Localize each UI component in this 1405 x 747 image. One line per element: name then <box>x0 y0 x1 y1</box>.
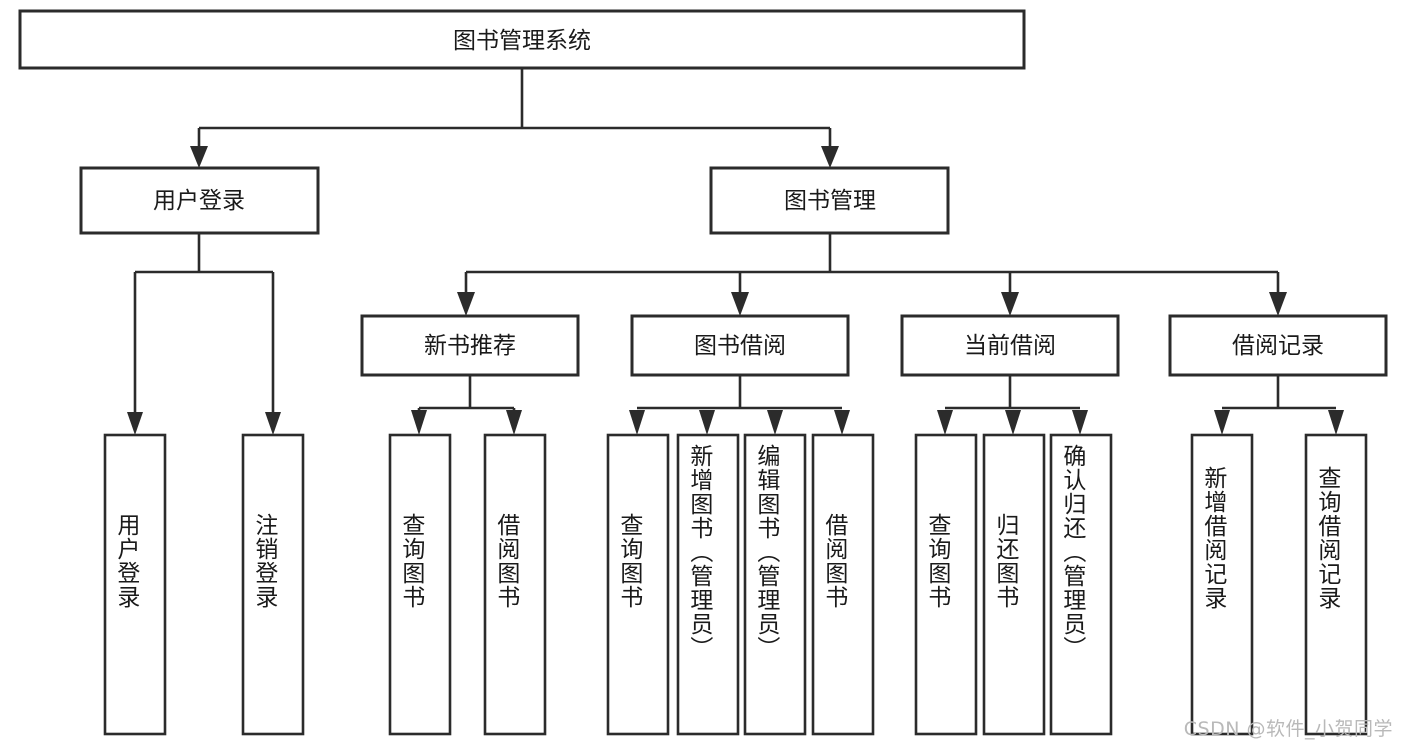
leaf-box-current-borrow-2[interactable] <box>982 433 1046 736</box>
leaf-box-book-borrow-3[interactable] <box>743 433 807 736</box>
arrow-head-cb-leaf-2 <box>1005 410 1021 435</box>
leaf-group-book-borrow <box>606 433 875 736</box>
arrow-head-cb-leaf-3 <box>1072 410 1088 435</box>
leaf-box-user-login-1[interactable] <box>103 433 167 736</box>
connector-group-current-borrow <box>937 375 1088 435</box>
node-book-borrow-label: 图书借阅 <box>694 333 786 359</box>
node-borrow-record[interactable]: 借阅记录 <box>1168 314 1388 377</box>
connector-group-book-manage <box>457 233 1287 316</box>
arrow-head-bb-leaf-4 <box>834 410 850 435</box>
node-book-manage[interactable]: 图书管理 <box>709 166 950 235</box>
arrow-head-br-leaf-2 <box>1328 410 1344 435</box>
arrow-head-bb-leaf-2 <box>699 410 715 435</box>
node-new-book-recommend-label: 新书推荐 <box>424 333 516 359</box>
arrow-head-user-login <box>190 146 208 168</box>
node-borrow-record-box[interactable] <box>1168 314 1388 377</box>
leaf-box-book-borrow-2[interactable] <box>676 433 740 736</box>
arrow-head-book-manage <box>821 146 839 168</box>
leaf-box-current-borrow-1[interactable] <box>914 433 978 736</box>
arrow-head-bb-leaf-3 <box>767 410 783 435</box>
leaf-box-borrow-record-2[interactable] <box>1304 433 1368 736</box>
node-current-borrow-box[interactable] <box>900 314 1120 377</box>
connector-group-root <box>190 69 839 168</box>
node-new-book-recommend[interactable]: 新书推荐 <box>360 314 580 377</box>
arrow-head-nb-leaf-1 <box>411 410 427 435</box>
leaf-group-user-login <box>103 433 305 736</box>
csdn-watermark: CSDN @软件_小贺同学 <box>1183 718 1393 740</box>
arrow-head-ul-leaf-2 <box>265 412 281 435</box>
node-current-borrow[interactable]: 当前借阅 <box>900 314 1120 377</box>
connector-group-new-book <box>411 375 522 435</box>
node-current-borrow-label: 当前借阅 <box>964 333 1056 359</box>
node-book-borrow-box[interactable] <box>630 314 850 377</box>
arrow-head-ul-leaf-1 <box>127 412 143 435</box>
leaf-box-book-borrow-4[interactable] <box>811 433 875 736</box>
connector-group-book-borrow <box>629 375 850 435</box>
node-root[interactable]: 图书管理系统 <box>18 9 1026 70</box>
connector-group-borrow-record <box>1214 375 1344 435</box>
leaf-box-new-book-1[interactable] <box>388 433 452 736</box>
connector-group-user-login <box>127 233 281 435</box>
leaf-box-new-book-2[interactable] <box>483 433 547 736</box>
leaf-group-current-borrow <box>914 433 1113 736</box>
arrow-head-cb-leaf-1 <box>937 410 953 435</box>
leaf-box-current-borrow-3[interactable] <box>1049 433 1113 736</box>
arrow-head-nb-leaf-2 <box>506 410 522 435</box>
arrow-head-book-borrow <box>731 292 749 316</box>
node-new-book-recommend-box[interactable] <box>360 314 580 377</box>
arrow-head-current-borrow <box>1001 292 1019 316</box>
node-root-label: 图书管理系统 <box>453 28 591 54</box>
node-book-manage-label: 图书管理 <box>784 188 876 214</box>
node-root-box[interactable] <box>18 9 1026 70</box>
node-borrow-record-label: 借阅记录 <box>1232 333 1324 359</box>
leaf-box-book-borrow-1[interactable] <box>606 433 670 736</box>
leaf-group-new-book-recommend <box>388 433 547 736</box>
arrow-head-bb-leaf-1 <box>629 410 645 435</box>
node-user-login[interactable]: 用户登录 <box>79 166 320 235</box>
node-book-borrow[interactable]: 图书借阅 <box>630 314 850 377</box>
node-user-login-label: 用户登录 <box>153 188 245 214</box>
node-user-login-box[interactable] <box>79 166 320 235</box>
arrow-head-borrow-record <box>1269 292 1287 316</box>
leaf-box-user-login-2[interactable] <box>241 433 305 736</box>
leaf-group-borrow-record <box>1190 433 1368 736</box>
node-book-manage-box[interactable] <box>709 166 950 235</box>
leaf-box-borrow-record-1[interactable] <box>1190 433 1254 736</box>
arrow-head-br-leaf-1 <box>1214 410 1230 435</box>
arrow-head-new-book <box>457 292 475 316</box>
